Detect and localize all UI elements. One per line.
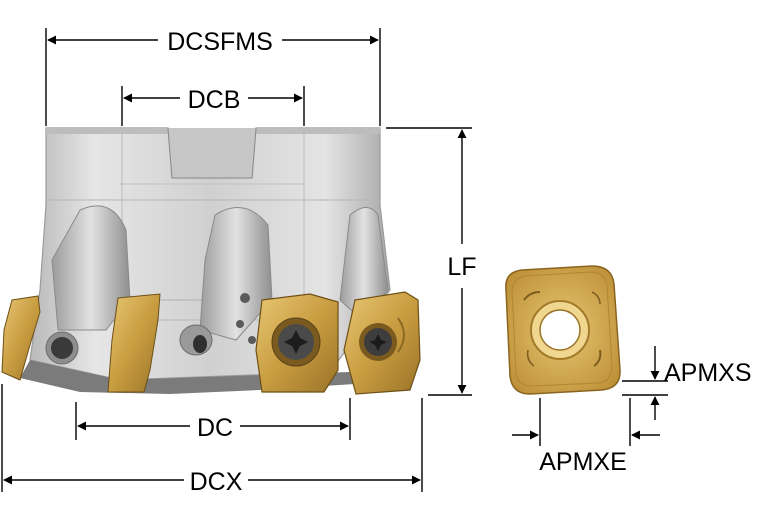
cutter-insert-center xyxy=(255,293,339,393)
label-lf: LF xyxy=(447,253,476,281)
cutter-insert-left-center xyxy=(107,293,161,393)
cutter-insert-left xyxy=(1,295,41,381)
label-apmxs: APMXS xyxy=(664,359,752,387)
label-dcb: DCB xyxy=(188,86,241,114)
label-dcsfms: DCSFMS xyxy=(167,28,273,56)
label-dcx: DCX xyxy=(190,468,243,496)
square-insert-detail xyxy=(505,265,621,395)
label-dc: DC xyxy=(197,414,233,442)
label-apmxe: APMXE xyxy=(539,448,627,476)
dimension-lines xyxy=(1,28,668,492)
cutter-insert-right xyxy=(343,291,421,395)
